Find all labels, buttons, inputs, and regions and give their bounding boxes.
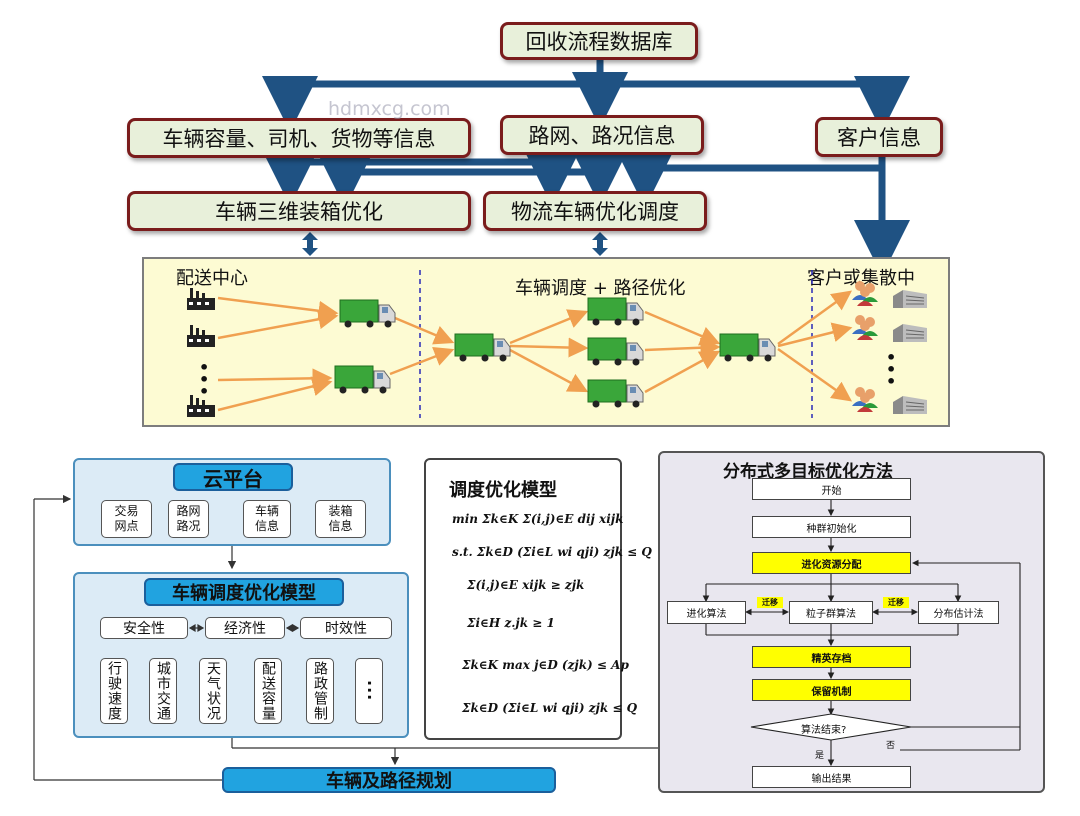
flow-alloc: 进化资源分配 bbox=[752, 552, 911, 574]
cloud-item-trading: 交易 网点 bbox=[101, 500, 152, 538]
migrate-tag-left: 迁移 bbox=[757, 597, 783, 608]
factor-weather: 天气状况 bbox=[199, 658, 227, 724]
flow-end-question: 算法结束? bbox=[801, 725, 847, 736]
planning-bar: 车辆及路径规划 bbox=[222, 767, 556, 793]
customer-info-box: 客户信息 bbox=[815, 117, 943, 157]
flow-output: 输出结果 bbox=[752, 766, 911, 788]
factor-capacity: 配送容量 bbox=[254, 658, 282, 724]
flow-evo: 进化算法 bbox=[667, 601, 746, 624]
road-info-label: 路网、路况信息 bbox=[528, 124, 676, 148]
pill-economy: 经济性 bbox=[205, 617, 285, 639]
formula-capacity-2: Σk∈D (Σi∈L wi qji) zjk ≤ Q bbox=[462, 701, 638, 715]
database-box: 回收流程数据库 bbox=[500, 22, 698, 60]
vehicle-info-label: 车辆容量、司机、货物等信息 bbox=[162, 127, 436, 151]
distribution-panel bbox=[142, 257, 950, 427]
factor-control: 路政管制 bbox=[306, 658, 334, 724]
pill-safety: 安全性 bbox=[100, 617, 188, 639]
factor-speed: 行驶速度 bbox=[100, 658, 128, 724]
flow-elite: 精英存档 bbox=[752, 646, 911, 668]
cloud-item-packing: 装箱 信息 bbox=[315, 500, 366, 538]
formula-objective: min Σk∈K Σ(i,j)∈E dij xijk bbox=[452, 512, 624, 526]
cloud-item-vehicle: 车辆 信息 bbox=[243, 500, 291, 538]
factor-traffic: 城市交通 bbox=[149, 658, 177, 724]
road-info-box: 路网、路况信息 bbox=[500, 115, 704, 155]
flow-yes: 是 bbox=[815, 751, 825, 761]
formula-cover: Σi∈H z.jk ≥ 1 bbox=[467, 616, 555, 630]
dispatch-label: 物流车辆优化调度 bbox=[511, 200, 679, 224]
schedule-route-label: 车辆调度 + 路径优化 bbox=[515, 278, 686, 299]
schedule-model-title: 车辆调度优化模型 bbox=[144, 578, 344, 606]
flow-retain: 保留机制 bbox=[752, 679, 911, 701]
cloud-item-road: 路网 路况 bbox=[168, 500, 209, 538]
packing-box: 车辆三维装箱优化 bbox=[127, 191, 471, 231]
watermark: hdmxcg.com bbox=[328, 98, 451, 120]
cloud-platform-title: 云平台 bbox=[173, 463, 293, 491]
flow-start: 开始 bbox=[752, 478, 911, 500]
database-label: 回收流程数据库 bbox=[525, 30, 673, 54]
pill-timeliness: 时效性 bbox=[300, 617, 392, 639]
formula-flow: Σ(i,j)∈E xijk ≥ zjk bbox=[467, 578, 585, 592]
vehicle-info-box: 车辆容量、司机、货物等信息 bbox=[127, 118, 471, 158]
distribution-center-label: 配送中心 bbox=[176, 268, 248, 289]
factory-ellipsis: • • • bbox=[199, 358, 210, 401]
customer-ellipsis: • • • bbox=[886, 348, 897, 391]
packing-label: 车辆三维装箱优化 bbox=[215, 200, 383, 224]
flow-no: 否 bbox=[886, 741, 896, 751]
customer-info-label: 客户信息 bbox=[837, 126, 921, 150]
formula-max: Σk∈K max j∈D (zjk) ≤ Ap bbox=[462, 658, 629, 672]
formula-capacity: s.t. Σk∈D (Σi∈L wi qji) zjk ≤ Q bbox=[452, 545, 652, 559]
flow-title: 分布式多目标优化方法 bbox=[723, 462, 893, 482]
factor-more: ··· bbox=[355, 658, 383, 724]
dispatch-box: 物流车辆优化调度 bbox=[483, 191, 707, 231]
math-model-title: 调度优化模型 bbox=[449, 480, 557, 501]
math-model-panel bbox=[424, 458, 622, 740]
flow-init: 种群初始化 bbox=[752, 516, 911, 538]
migrate-tag-right: 迁移 bbox=[883, 597, 909, 608]
flow-pso: 粒子群算法 bbox=[789, 601, 873, 624]
customer-label: 客户或集散中 bbox=[807, 268, 915, 289]
flow-eda: 分布估计法 bbox=[918, 601, 999, 624]
